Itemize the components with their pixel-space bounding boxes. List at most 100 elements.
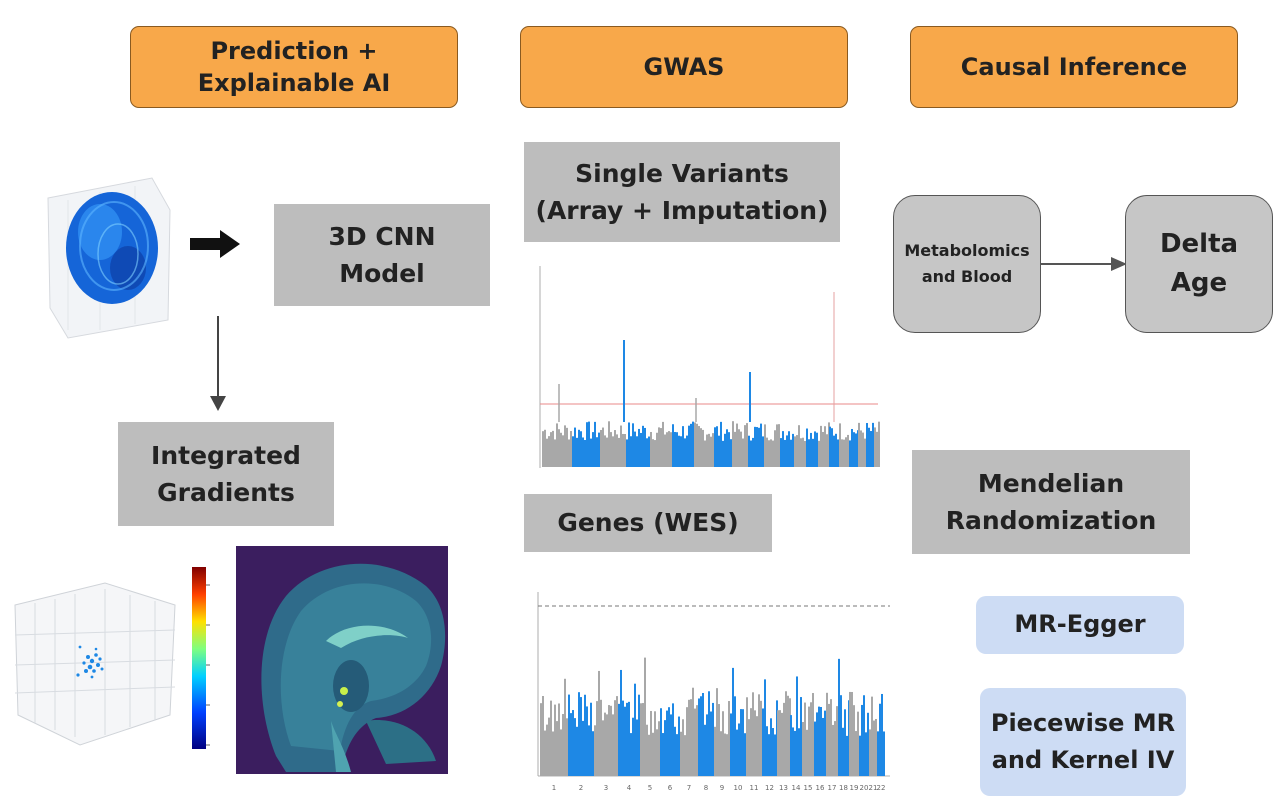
manhattan-column	[566, 718, 568, 776]
integrated-gradients-box: Integrated Gradients	[118, 422, 334, 526]
manhattan-column	[837, 439, 839, 467]
manhattan-column	[636, 436, 638, 467]
manhattan-column	[698, 426, 700, 467]
manhattan-column	[556, 721, 558, 776]
manhattan-column	[824, 710, 826, 776]
manhattan-column	[686, 707, 688, 776]
chromosome-tick-label: 1	[552, 784, 556, 792]
manhattan-column	[744, 425, 746, 467]
arrow-down-icon	[210, 316, 226, 411]
arrow-right-icon	[1041, 257, 1127, 271]
manhattan-column	[794, 730, 796, 776]
manhattan-column	[716, 688, 718, 776]
manhattan-column	[710, 711, 712, 776]
manhattan-column	[600, 699, 602, 776]
manhattan-column	[666, 710, 668, 776]
manhattan-column	[804, 702, 806, 776]
manhattan-column	[806, 729, 808, 776]
manhattan-column	[570, 713, 572, 776]
manhattan-column	[654, 440, 656, 467]
manhattan-column	[588, 725, 590, 776]
manhattan-column	[822, 717, 824, 776]
manhattan-column	[564, 678, 566, 776]
manhattan-column	[781, 712, 783, 776]
manhattan-column	[646, 724, 648, 776]
manhattan-column	[842, 727, 844, 776]
manhattan-column	[554, 439, 556, 467]
manhattan-column	[881, 693, 883, 776]
chromosome-tick-label: 12	[765, 784, 774, 792]
header-gwas: GWAS	[520, 26, 848, 108]
manhattan-column	[706, 714, 708, 776]
manhattan-column	[878, 421, 880, 467]
manhattan-column	[614, 700, 616, 776]
manhattan-column	[580, 697, 582, 776]
manhattan-column	[750, 440, 752, 467]
manhattan-column	[558, 429, 560, 467]
manhattan-column	[646, 438, 648, 467]
chromosome-tick-label: 6	[668, 784, 673, 792]
manhattan-column	[598, 432, 600, 467]
manhattan-column	[680, 436, 682, 467]
manhattan-column	[576, 726, 578, 776]
manhattan-column	[748, 435, 750, 467]
manhattan-column	[844, 709, 846, 776]
manhattan-column	[831, 428, 833, 467]
manhattan-column	[778, 424, 780, 467]
manhattan-column	[546, 724, 548, 776]
manhattan-column	[740, 431, 742, 467]
manhattan-column	[868, 427, 870, 467]
manhattan-column	[574, 718, 576, 776]
manhattan-column	[630, 733, 632, 776]
chromosome-tick-label: 14	[792, 784, 801, 792]
manhattan-column	[720, 731, 722, 776]
manhattan-column	[680, 731, 682, 776]
manhattan-column	[788, 431, 790, 467]
manhattan-column	[756, 427, 758, 467]
manhattan-column	[546, 438, 548, 467]
mendelian-randomization-box: Mendelian Randomization	[912, 450, 1190, 554]
manhattan-column	[682, 426, 684, 467]
manhattan-column	[614, 430, 616, 467]
manhattan-column	[872, 422, 874, 467]
manhattan-column	[708, 433, 710, 467]
manhattan-column	[766, 437, 768, 467]
manhattan-column	[783, 702, 785, 776]
manhattan-column	[692, 421, 694, 467]
manhattan-column	[696, 705, 698, 776]
manhattan-column	[870, 431, 872, 467]
manhattan-column	[746, 423, 748, 467]
manhattan-column	[670, 432, 672, 467]
chromosome-tick-label: 5	[648, 784, 652, 792]
manhattan-column	[800, 697, 802, 776]
manhattan-column	[584, 694, 586, 776]
manhattan-column	[596, 701, 598, 776]
manhattan-column	[562, 435, 564, 467]
manhattan-column	[798, 728, 800, 776]
manhattan-column	[688, 425, 690, 467]
attribution-3d-scatter-plot	[14, 582, 176, 746]
piecewise-mr-kernel-iv-box: Piecewise MR and Kernel IV	[980, 688, 1186, 796]
manhattan-column	[554, 704, 556, 776]
manhattan-column	[624, 433, 626, 467]
manhattan-column	[690, 699, 692, 776]
manhattan-column	[863, 695, 865, 776]
manhattan-column	[874, 427, 876, 467]
manhattan-column	[572, 710, 574, 776]
manhattan-column	[620, 425, 622, 467]
manhattan-column	[859, 735, 861, 776]
manhattan-column	[800, 438, 802, 467]
manhattan-column	[660, 708, 662, 776]
manhattan-column	[861, 704, 863, 776]
manhattan-column	[782, 431, 784, 467]
manhattan-column	[732, 667, 734, 776]
manhattan-column	[728, 701, 730, 776]
header-causal-inference: Causal Inference	[910, 26, 1238, 108]
chromosome-tick-label: 22	[877, 784, 886, 792]
manhattan-column	[840, 695, 842, 776]
manhattan-column	[668, 431, 670, 467]
manhattan-column	[662, 421, 664, 467]
manhattan-column	[714, 726, 716, 776]
manhattan-column	[726, 429, 728, 467]
manhattan-column	[706, 434, 708, 467]
